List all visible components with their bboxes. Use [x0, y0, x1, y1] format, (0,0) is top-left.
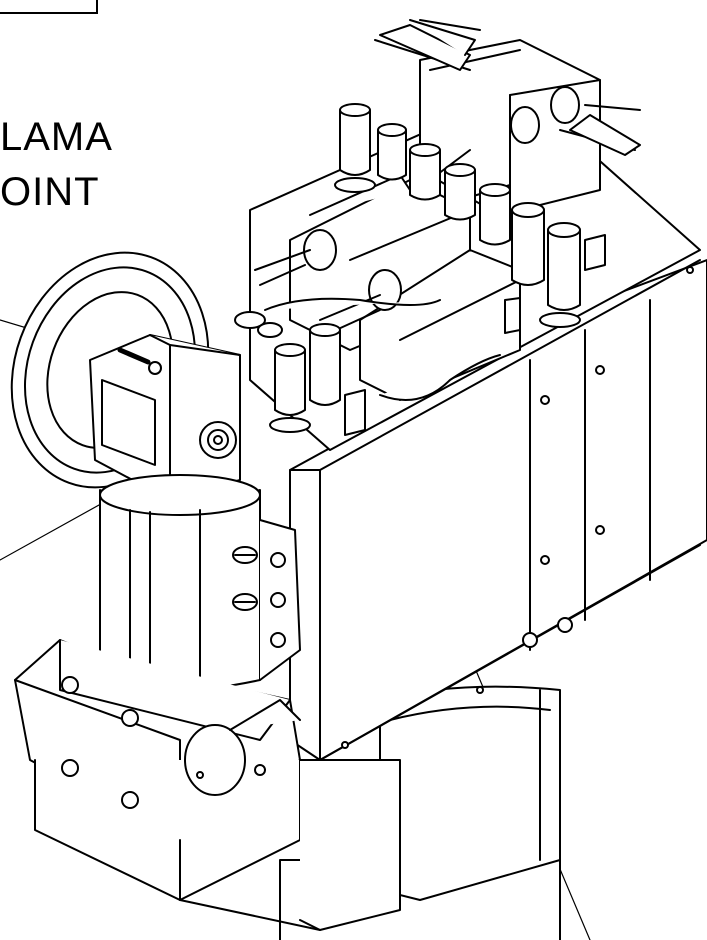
hose-fitting-2: [233, 594, 257, 610]
cylinder-2: [378, 124, 406, 180]
valve-stack-middle: [255, 150, 520, 400]
fitting-1: [585, 235, 605, 270]
fitting-2: [345, 390, 365, 435]
title-box-edge: [0, 0, 98, 14]
cylinder-5: [480, 184, 510, 245]
cylinder-9: [310, 324, 340, 405]
fitting-3: [505, 298, 520, 333]
cylinder-4: [445, 164, 475, 220]
hose-fitting-1: [233, 547, 257, 563]
motor-body: [100, 475, 300, 690]
cylinder-6: [512, 203, 544, 285]
callout-text-line-2: OINT: [0, 170, 100, 214]
callout-text-line-1: LAMA: [0, 115, 113, 159]
cylinder-7: [540, 223, 580, 327]
cylinder-1: [335, 104, 375, 192]
base-bracket: [15, 640, 400, 930]
cylinder-row: [235, 104, 605, 435]
head-slots: [102, 380, 155, 465]
cylinder-3: [410, 144, 440, 200]
cylinder-8: [270, 344, 310, 432]
